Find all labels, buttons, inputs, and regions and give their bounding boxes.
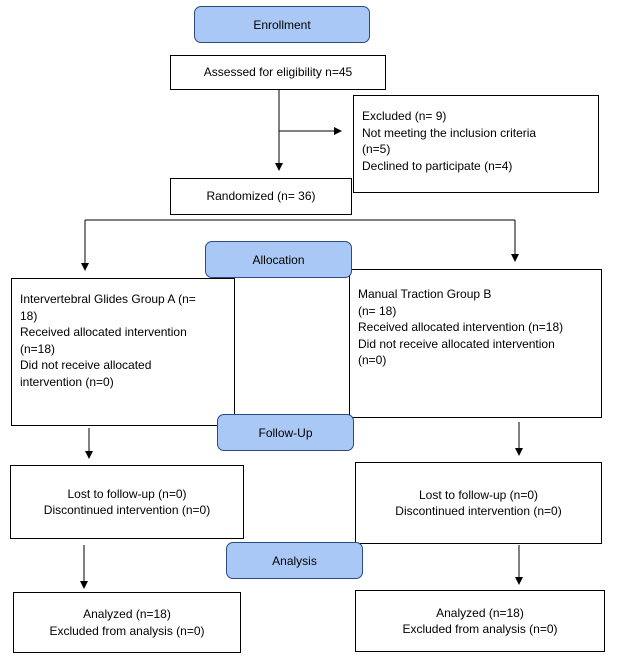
- group-b-line4: Did not receive allocated intervention: [358, 336, 555, 351]
- group-a-line2: 18): [20, 308, 38, 323]
- stage-analysis-label: Analysis: [272, 553, 317, 568]
- group-b-line5: (n=0): [358, 353, 387, 367]
- analysis-a-excluded: Excluded from analysis (n=0): [49, 623, 205, 638]
- stage-follow-up-label: Follow-Up: [258, 425, 313, 440]
- followup-b-box: Lost to follow-up (n=0) Discontinued int…: [355, 462, 602, 544]
- group-b-line1: Manual Traction Group B: [358, 287, 492, 301]
- excluded-line1: Not meeting the inclusion criteria: [362, 125, 537, 140]
- group-a-line1: Intervertebral Glides Group A (n=: [20, 292, 196, 306]
- stage-analysis: Analysis: [226, 542, 363, 579]
- analysis-b-box: Analyzed (n=18) Excluded from analysis (…: [355, 590, 605, 652]
- analysis-b-excluded: Excluded from analysis (n=0): [402, 622, 558, 636]
- group-b-line2: (n= 18): [358, 303, 397, 318]
- group-b-line3: Received allocated intervention (n=18): [358, 320, 564, 334]
- stage-allocation: Allocation: [205, 241, 352, 278]
- group-a-line6: intervention (n=0): [20, 374, 114, 389]
- randomized-box: Randomized (n= 36): [170, 178, 352, 215]
- stage-allocation-label: Allocation: [252, 252, 305, 267]
- stage-enrollment: Enrollment: [194, 6, 370, 43]
- group-b-box: Manual Traction Group B (n= 18) Received…: [349, 269, 602, 418]
- stage-enrollment-label: Enrollment: [253, 17, 311, 32]
- excluded-box: Excluded (n= 9) Not meeting the inclusio…: [353, 95, 599, 193]
- assessed-box: Assessed for eligibility n=45: [170, 55, 386, 90]
- group-a-line4: (n=18): [20, 341, 56, 356]
- followup-b-discontinued: Discontinued intervention (n=0): [395, 504, 562, 518]
- followup-a-discontinued: Discontinued intervention (n=0): [43, 503, 211, 517]
- excluded-title: Excluded (n= 9): [362, 109, 447, 123]
- analysis-a-box: Analyzed (n=18) Excluded from analysis (…: [13, 592, 241, 653]
- analysis-a-analyzed: Analyzed (n=18): [83, 607, 171, 621]
- randomized-text: Randomized (n= 36): [206, 189, 316, 204]
- stage-follow-up: Follow-Up: [217, 414, 354, 451]
- excluded-line2: (n=5): [362, 142, 391, 156]
- followup-a-box: Lost to follow-up (n=0) Discontinued int…: [10, 465, 244, 539]
- group-a-box: Intervertebral Glides Group A (n= 18) Re…: [11, 278, 235, 426]
- followup-a-lost: Lost to follow-up (n=0): [67, 486, 187, 501]
- followup-b-lost: Lost to follow-up (n=0): [418, 487, 539, 502]
- group-a-line3: Received allocated intervention: [20, 325, 187, 339]
- assessed-text: Assessed for eligibility n=45: [203, 65, 353, 80]
- excluded-line3: Declined to participate (n=4): [362, 158, 513, 173]
- group-a-line5: Did not receive allocated: [20, 358, 152, 372]
- analysis-b-analyzed: Analyzed (n=18): [436, 605, 524, 620]
